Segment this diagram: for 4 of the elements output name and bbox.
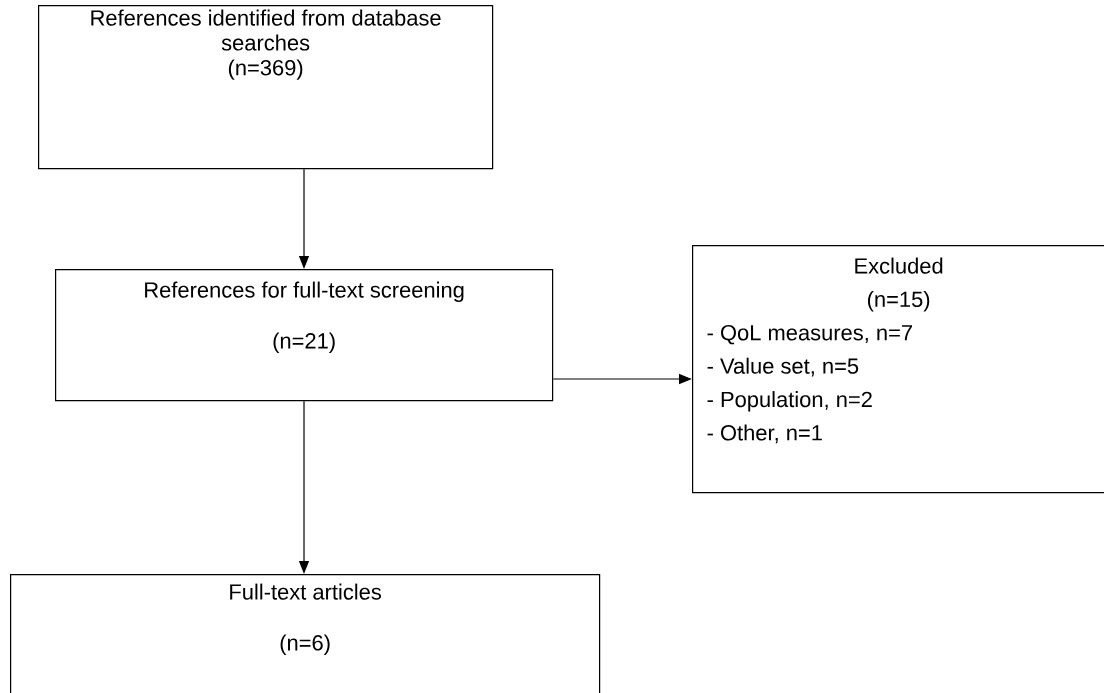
process-box: References identified from database searches (n=369) <box>38 5 494 170</box>
process-box: References for full-text screening (n=21) <box>55 269 554 402</box>
process-box: Full-text articles (n=6) <box>10 574 601 693</box>
exclusion-box: Excluded (n=15) - QoL measures, n=7 - Value set, n=5 - Population, n=2 - Other, n=1 <box>692 245 1104 494</box>
